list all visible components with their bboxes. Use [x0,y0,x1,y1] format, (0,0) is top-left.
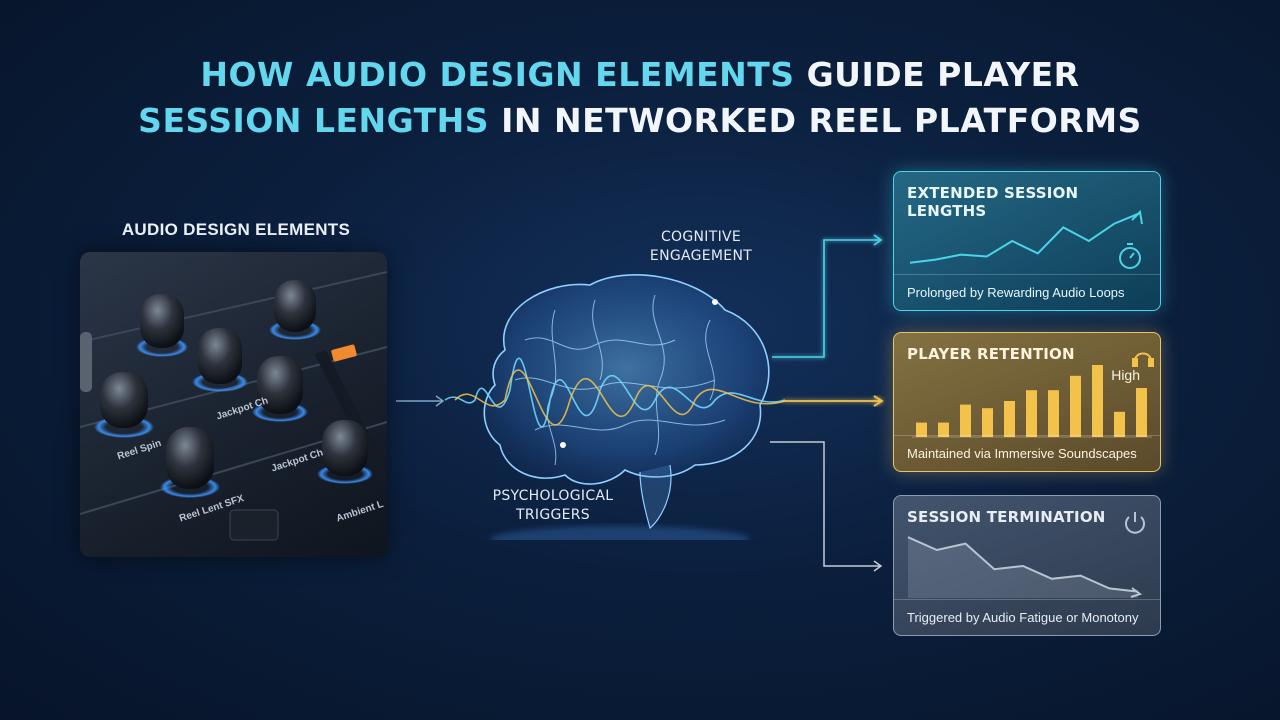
audio-design-elements-label: AUDIO DESIGN ELEMENTS [121,220,351,239]
trigger-node [560,442,566,448]
retention-card-caption: Maintained via Immersive Soundscapes [894,435,1160,471]
retention-card-title: PLAYER RETENTION [907,345,1075,363]
retention-bar [982,408,993,437]
retention-bar [1026,390,1037,437]
retention-bar [1092,365,1103,437]
psychological-triggers-label: PSYCHOLOGICAL TRIGGERS [492,488,614,523]
retention-bar [1048,390,1059,437]
extended-card-caption: Prolonged by Rewarding Audio Loops [894,274,1160,310]
trend-arrowhead [1131,209,1143,225]
retention-bar [1114,411,1125,437]
headphones-icon [1132,352,1154,367]
retention-bar [938,422,949,437]
trend-line [907,536,1139,593]
brain-shape [483,274,770,485]
title-line-2: SESSION LENGTHS IN NETWORKED REEL PLATFO… [0,98,1280,144]
session-termination-card: SESSION TERMINATION Triggered by Audio F… [893,495,1161,636]
mixer-to-brain-arrow [396,395,445,407]
knob [317,420,373,484]
extended-card-title: EXTENDED SESSION LENGTHS [907,184,1079,220]
arrow-to-retention [782,395,884,407]
retention-bar [1004,401,1015,437]
knob [192,328,248,392]
power-icon [1125,512,1145,534]
brain-illustration [444,274,785,540]
knob [136,294,188,357]
trend-line [909,212,1141,264]
title-line1-rest: GUIDE PLAYER [806,55,1080,94]
retention-bar [1070,375,1081,437]
retention-bar [1136,388,1147,437]
engagement-node [712,299,718,305]
page-title: HOW AUDIO DESIGN ELEMENTS GUIDE PLAYER S… [0,52,1280,144]
title-line1-highlight: HOW AUDIO DESIGN ELEMENTS [200,55,795,94]
signal-wave [454,369,785,426]
arrow-to-extended [772,234,883,358]
player-retention-card: High PLAYER RETENTION Maintained via Imm… [893,332,1161,472]
extended-trend-chart [909,209,1143,269]
signal-wave [444,357,785,428]
stopwatch-icon [1119,243,1141,269]
knob [252,356,308,422]
knob [160,427,220,498]
extended-session-card: EXTENDED SESSION LENGTHS Prolonged by Re… [893,171,1161,311]
termination-trend-chart [907,512,1145,598]
trend-area [908,537,1138,598]
retention-bar [960,404,971,437]
title-line2-rest: IN NETWORKED REEL PLATFORMS [501,101,1142,140]
trend-arrowhead [1130,587,1143,598]
knob [94,372,154,438]
title-line-1: HOW AUDIO DESIGN ELEMENTS GUIDE PLAYER [0,52,1280,98]
knob [269,280,321,340]
retention-bar-chart [912,352,1154,438]
arrow-to-termination [770,441,883,572]
retention-bar [916,422,927,437]
termination-card-caption: Triggered by Audio Fatigue or Monotony [894,599,1160,635]
termination-card-title: SESSION TERMINATION [907,508,1106,526]
title-line2-highlight: SESSION LENGTHS [138,101,490,140]
cognitive-engagement-label: COGNITIVE ENGAGEMENT [649,229,753,264]
retention-level-badge: High [1111,367,1140,383]
audio-mixer-image: Reel Spin Jackpot Ch Jackpot Ch Reel Len… [80,252,387,557]
mixer-illustration [80,271,387,541]
